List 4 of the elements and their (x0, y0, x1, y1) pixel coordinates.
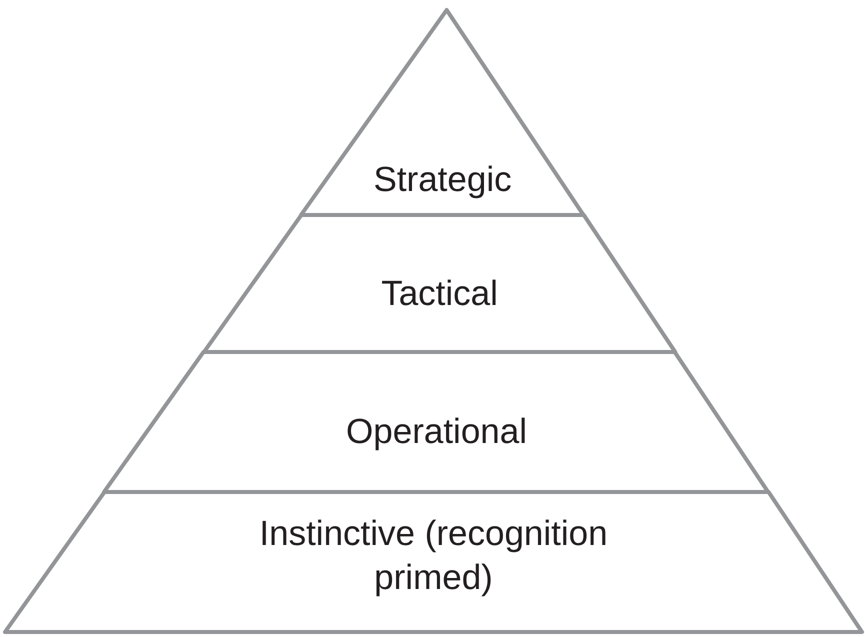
tier-label: Tactical (380, 273, 499, 315)
tier-label: Instinctive (recognition primed) (258, 513, 609, 599)
tier-label: Operational (345, 411, 528, 453)
tier-label: Strategic (372, 159, 513, 201)
